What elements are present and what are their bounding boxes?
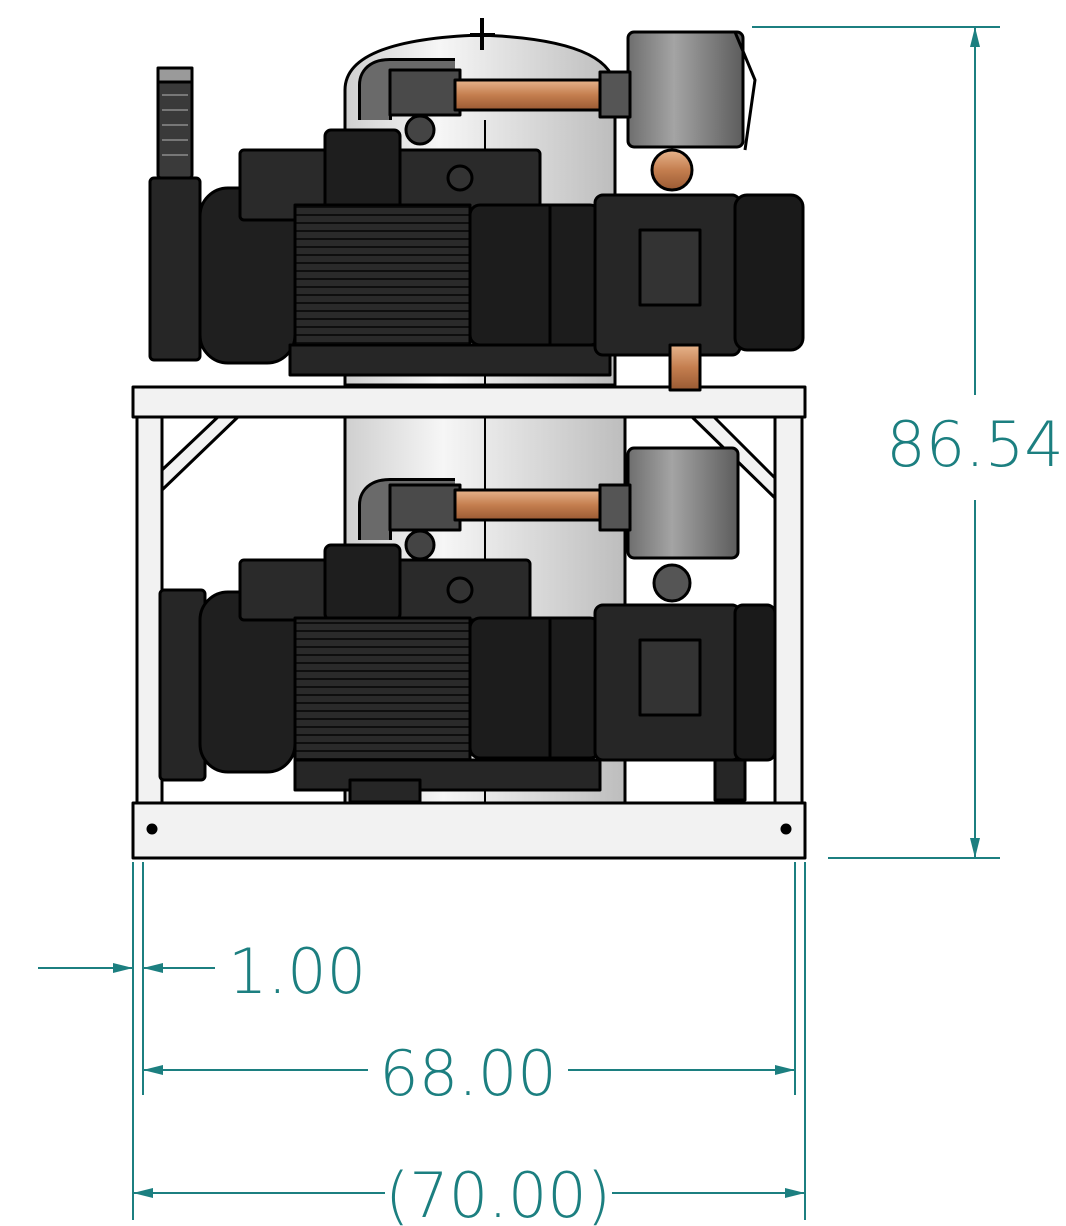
height-dimension-label: 86.54 (886, 408, 1064, 481)
inner-width-dimension-label: 68.00 (379, 1037, 557, 1110)
offset-dimension-label: 1.00 (228, 935, 366, 1008)
mount-hole-left (146, 823, 158, 835)
mount-hole-right (780, 823, 792, 835)
dimension-annotations (38, 26, 1000, 1220)
vacuum-pump-assembly (131, 18, 807, 860)
overall-width-dimension-label: (70.00) (385, 1159, 611, 1226)
lower-pump-unit (158, 446, 777, 804)
upper-pump-unit (148, 30, 805, 392)
skid-frame (131, 385, 807, 860)
